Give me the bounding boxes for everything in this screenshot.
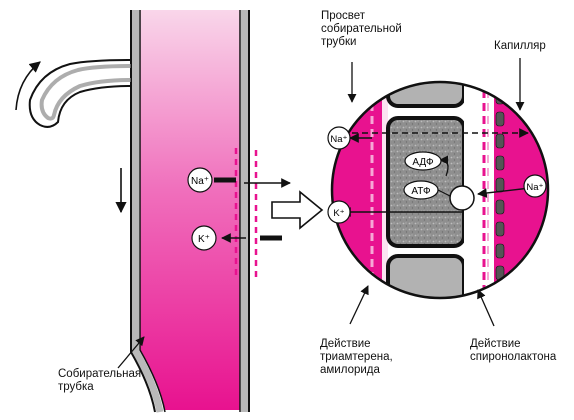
transport-arrows — [341, 128, 531, 217]
na-ion-capillary — [523, 174, 547, 198]
label-collecting-duct: Собирательная трубка — [58, 368, 142, 393]
adp-label: АДФ — [412, 157, 434, 168]
label-spironolactone: Действие спиронолактона — [470, 338, 557, 363]
label-capillary: Капилляр — [494, 40, 546, 52]
na-ion-lumen — [327, 126, 351, 150]
adp-oval — [404, 151, 442, 171]
duct-lumen — [140, 10, 240, 410]
k-ion-lumen — [327, 200, 351, 224]
na-k-pump — [449, 185, 475, 211]
cell-upper — [386, 82, 466, 108]
k-ion-tube — [191, 225, 217, 251]
label-triamterene: Действие триамтерена, амилорида — [320, 338, 393, 376]
cell-lower — [386, 254, 466, 298]
duct-label-pointer — [117, 336, 145, 369]
zoom-arrow — [271, 190, 324, 230]
triamterene-pointer — [349, 285, 369, 325]
na-ion-lumen-label: Na⁺ — [330, 134, 347, 145]
na-ion-tube — [187, 167, 213, 193]
lumen-region — [332, 82, 382, 298]
na-ion-capillary-label: Na⁺ — [526, 182, 543, 193]
duct-wall-transport — [214, 148, 291, 280]
flow-arrow-curved — [15, 61, 41, 111]
k-ion-tube-label: K⁺ — [198, 234, 210, 245]
collecting-duct — [28, 10, 250, 413]
atp-label: АТФ — [411, 186, 431, 197]
k-ion-lumen-label: K⁺ — [333, 208, 344, 219]
na-ion-tube-label: Na⁺ — [191, 176, 209, 187]
magnified-circle-outline — [330, 80, 550, 300]
label-lumen: Просвет собирательной трубки — [321, 10, 402, 48]
spironolactone-pointer — [477, 289, 495, 327]
